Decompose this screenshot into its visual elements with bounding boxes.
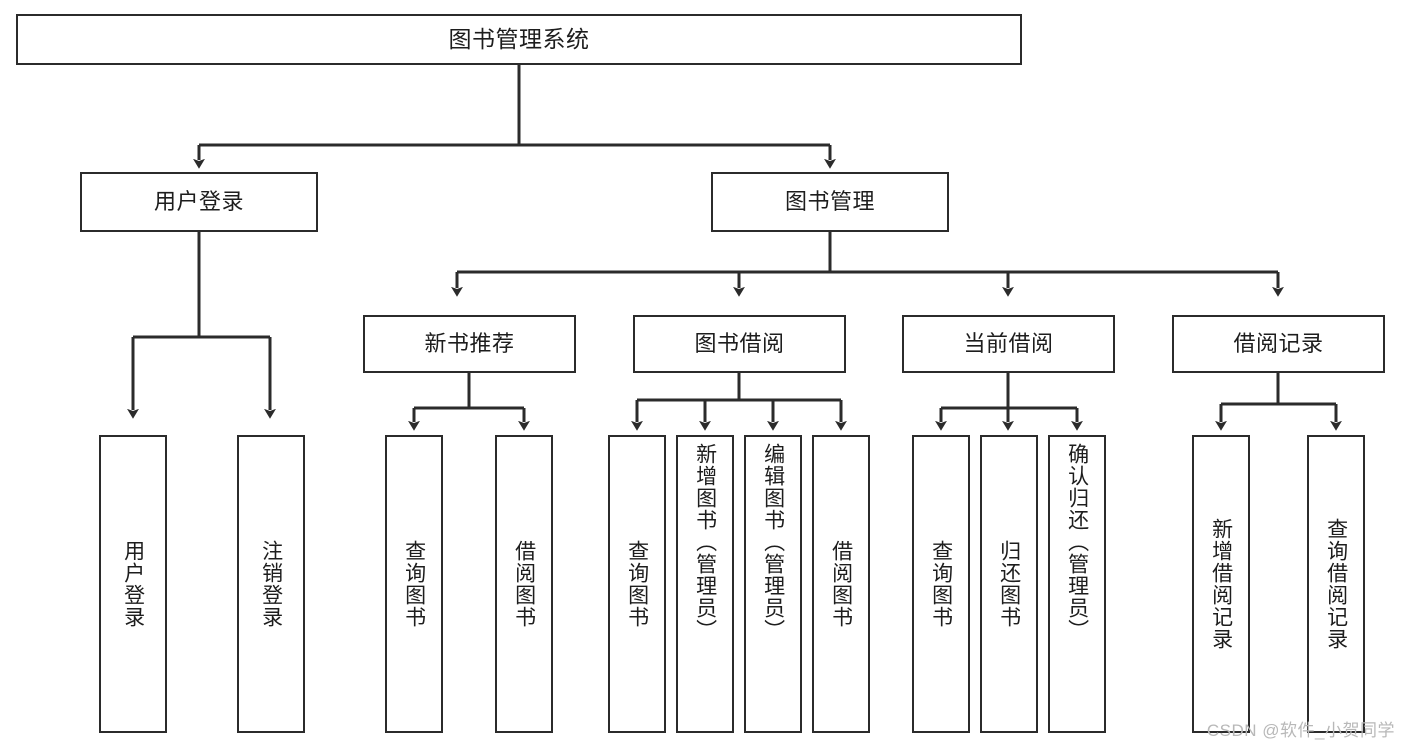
node-label: 图书管理系统 (448, 25, 590, 52)
node-label: 借阅记录 (1233, 330, 1324, 356)
leaf-label: 新增借阅记录 (1209, 518, 1233, 650)
leaf-add-record[interactable]: 新增借阅记录 (1192, 435, 1250, 733)
leaf-edit-book[interactable]: 编辑图书（管理员） (744, 435, 802, 733)
leaf-label: 查询图书 (929, 540, 953, 628)
node-label: 新书推荐 (424, 330, 515, 356)
leaf-label: 注销登录 (259, 540, 283, 628)
leaf-return-book[interactable]: 归还图书 (980, 435, 1038, 733)
leaf-borrow-book-2[interactable]: 借阅图书 (812, 435, 870, 733)
leaf-label: 查询图书 (402, 540, 426, 628)
node-user-login[interactable]: 用户登录 (80, 172, 318, 232)
leaf-label: 归还图书 (997, 540, 1021, 628)
node-new-book-rec[interactable]: 新书推荐 (363, 315, 576, 373)
watermark-text: CSDN @软件_小贺同学 (1206, 721, 1395, 740)
leaf-label: 借阅图书 (512, 540, 536, 628)
node-label: 用户登录 (153, 188, 244, 214)
node-current-borrow[interactable]: 当前借阅 (902, 315, 1115, 373)
leaf-label: 查询借阅记录 (1324, 518, 1348, 650)
node-label: 当前借阅 (963, 330, 1054, 356)
leaf-query-record[interactable]: 查询借阅记录 (1307, 435, 1365, 733)
leaf-query-book-2[interactable]: 查询图书 (608, 435, 666, 733)
leaf-add-book[interactable]: 新增图书（管理员） (676, 435, 734, 733)
leaf-label: 编辑图书（管理员） (761, 443, 785, 641)
leaf-user-login[interactable]: 用户登录 (99, 435, 167, 733)
node-book-management-system[interactable]: 图书管理系统 (16, 14, 1022, 65)
leaf-label: 确认归还（管理员） (1065, 443, 1089, 641)
leaf-borrow-book-1[interactable]: 借阅图书 (495, 435, 553, 733)
leaf-logout-login[interactable]: 注销登录 (237, 435, 305, 733)
node-label: 图书管理 (784, 188, 875, 214)
node-book-borrow[interactable]: 图书借阅 (633, 315, 846, 373)
leaf-query-book-1[interactable]: 查询图书 (385, 435, 443, 733)
leaf-label: 查询图书 (625, 540, 649, 628)
node-label: 图书借阅 (694, 330, 785, 356)
leaf-query-book-3[interactable]: 查询图书 (912, 435, 970, 733)
node-borrow-record[interactable]: 借阅记录 (1172, 315, 1385, 373)
leaf-label: 用户登录 (121, 540, 145, 628)
node-book-manage[interactable]: 图书管理 (711, 172, 949, 232)
leaf-label: 新增图书（管理员） (693, 443, 717, 641)
leaf-confirm-return[interactable]: 确认归还（管理员） (1048, 435, 1106, 733)
leaf-label: 借阅图书 (829, 540, 853, 628)
